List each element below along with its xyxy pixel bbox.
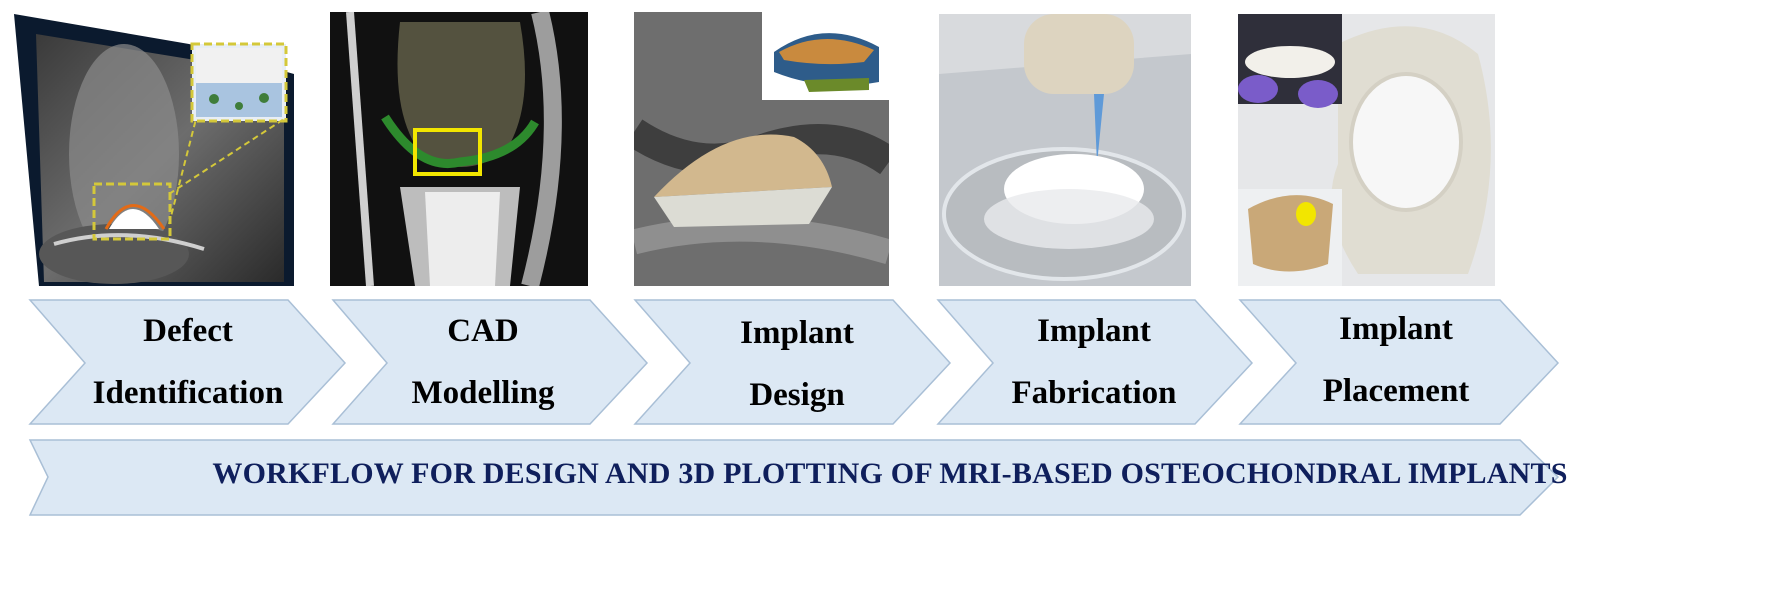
chevron-cad-modelling [331,299,649,425]
step-label-implant-design: Implant Design [647,302,947,426]
step-label-implant-placement: Implant Placement [1246,298,1546,422]
step-line1: Implant [740,315,854,351]
implant-design-image [634,12,889,286]
step-line1: Implant [1037,313,1151,349]
workflow-banner-title: WORKFLOW FOR DESIGN AND 3D PLOTTING OF M… [212,457,1568,490]
implant-placement-photo-image [1238,14,1495,286]
mri-knee-defect-image [14,14,294,286]
chevron-implant-design [633,299,952,425]
chevron-implant-placement [1238,299,1560,425]
step-label-defect-identification: Defect Identification [38,300,338,424]
chevron-defect-identification [28,299,347,425]
step-label-implant-fabrication: Implant Fabrication [944,300,1244,424]
implant-design-render-image [634,12,889,286]
step-line2: Modelling [411,375,555,411]
implant-fabrication-image [939,14,1191,286]
mri-cad-model-image [330,12,588,286]
step-line2: Placement [1322,373,1470,409]
cad-modelling-image [330,12,588,286]
chevron-implant-fabrication [936,299,1254,425]
step-line1: Implant [1339,311,1453,347]
step-label-cad-modelling: CAD Modelling [333,300,633,424]
defect-identification-image [14,14,294,286]
3d-printing-photo-image [939,14,1191,286]
step-line2: Fabrication [1011,375,1177,411]
step-line2: Design [749,377,845,413]
step-line2: Identification [92,375,284,411]
step-line1: CAD [447,313,519,349]
banner-arrow [28,439,1560,516]
step-line1: Defect [143,313,233,349]
implant-placement-image [1238,14,1495,286]
